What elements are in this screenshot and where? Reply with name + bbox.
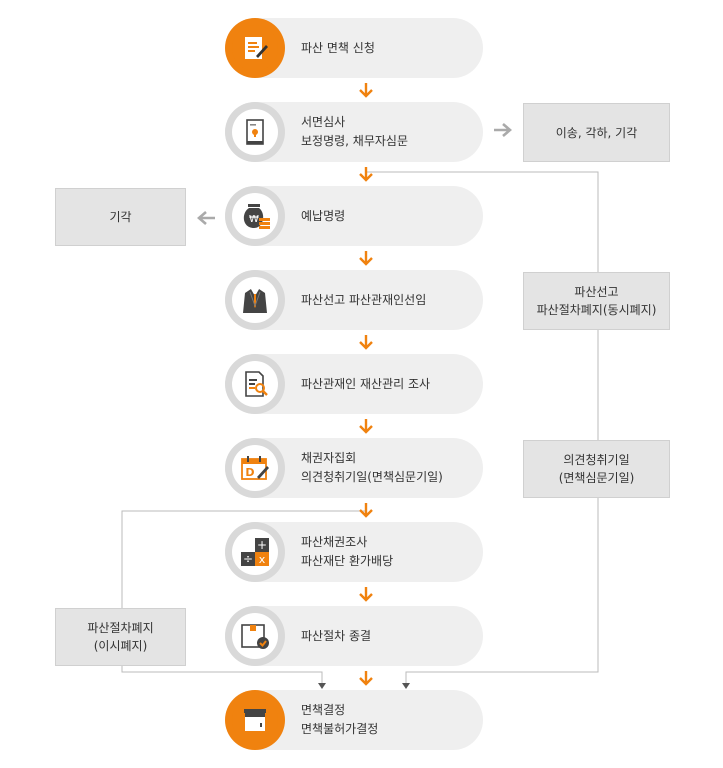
step-claims-investigation: + ÷ x 파산채권조사 파산재단 환가배당 bbox=[225, 522, 483, 582]
right-bypass-arrowhead bbox=[402, 683, 410, 689]
left-arrow-icon bbox=[197, 211, 215, 225]
svg-text:÷: ÷ bbox=[243, 552, 253, 566]
outcome-label: 이송, 각하, 기각 bbox=[555, 125, 638, 140]
left-bypass-arrowhead bbox=[318, 683, 326, 689]
step-label: 파산 면책 신청 bbox=[301, 40, 375, 55]
step-declaration-trustee: 파산선고 파산관재인선임 bbox=[225, 270, 483, 330]
step-label-line2: 파산재단 환가배당 bbox=[301, 554, 394, 568]
step-label-line1: 서면심사 bbox=[301, 115, 346, 129]
step-label-line1: 파산채권조사 bbox=[301, 535, 368, 549]
step-document-review: 서면심사 보정명령, 채무자심문 bbox=[225, 102, 483, 162]
box-check-icon bbox=[232, 613, 278, 659]
down-arrow-icon bbox=[359, 503, 373, 518]
document-search-icon bbox=[232, 361, 278, 407]
svg-text:+: + bbox=[257, 538, 267, 552]
down-arrow-icon bbox=[359, 671, 373, 686]
document-edit-icon bbox=[232, 25, 278, 71]
down-arrow-icon bbox=[359, 251, 373, 266]
step-bankruptcy-application: 파산 면책 신청 bbox=[225, 18, 483, 78]
outcome-label-line2: (면책심문기일) bbox=[558, 471, 635, 485]
step-label: 파산선고 파산관재인선임 bbox=[301, 292, 427, 307]
down-arrow-icon bbox=[359, 83, 373, 98]
outcome-label-line2: (이시폐지) bbox=[93, 639, 148, 653]
step-bankruptcy-closure: 파산절차 종결 bbox=[225, 606, 483, 666]
outcome-box-rejection: 기각 bbox=[55, 188, 186, 246]
suit-icon bbox=[232, 277, 278, 323]
calendar-icon: D bbox=[232, 445, 278, 491]
svg-text:x: x bbox=[259, 553, 266, 566]
outcome-label: 기각 bbox=[109, 210, 132, 224]
down-arrow-icon bbox=[359, 167, 373, 182]
outcome-box-hearing-date: 의견청취기일 (면책심문기일) bbox=[523, 440, 670, 498]
outcome-label-line1: 의견청취기일 bbox=[563, 453, 630, 467]
step-label-line2: 의견청취기일(면책심문기일) bbox=[301, 470, 443, 484]
outcome-box-different-time-abolition: 파산절차폐지 (이시폐지) bbox=[55, 608, 186, 666]
calculator-icon: + ÷ x bbox=[232, 529, 278, 575]
down-arrow-icon bbox=[359, 587, 373, 602]
document-lock-icon bbox=[232, 109, 278, 155]
box-icon bbox=[232, 697, 278, 743]
outcome-box-simultaneous-abolition: 파산선고 파산절차폐지(동시폐지) bbox=[523, 272, 670, 330]
money-bag-icon: ₩ bbox=[232, 193, 278, 239]
outcome-label-line1: 파산절차폐지 bbox=[87, 621, 154, 635]
step-trustee-investigation: 파산관재인 재산관리 조사 bbox=[225, 354, 483, 414]
step-label: 파산관재인 재산관리 조사 bbox=[301, 376, 431, 391]
step-label: 파산절차 종결 bbox=[301, 628, 372, 643]
step-discharge-decision: 면책결정 면책불허가결정 bbox=[225, 690, 483, 750]
right-arrow-icon bbox=[494, 123, 512, 137]
outcome-label-line1: 파산선고 bbox=[574, 285, 619, 299]
outcome-box-transfer-dismiss: 이송, 각하, 기각 bbox=[523, 103, 670, 162]
step-deposit-order: ₩ 예납명령 bbox=[225, 186, 483, 246]
step-label-line2: 면책불허가결정 bbox=[301, 722, 379, 736]
down-arrow-icon bbox=[359, 419, 373, 434]
outcome-label-line2: 파산절차폐지(동시폐지) bbox=[536, 303, 657, 317]
right-bypass-line bbox=[366, 171, 599, 684]
step-creditors-meeting: D 채권자집회 의견청취기일(면책심문기일) bbox=[225, 438, 483, 498]
svg-text:₩: ₩ bbox=[249, 214, 259, 225]
step-label-line1: 채권자집회 bbox=[301, 451, 357, 465]
left-bypass-line bbox=[121, 510, 366, 684]
step-label: 예납명령 bbox=[301, 208, 346, 223]
svg-text:D: D bbox=[245, 466, 254, 479]
step-label-line1: 면책결정 bbox=[301, 703, 346, 717]
down-arrow-icon bbox=[359, 335, 373, 350]
step-label-line2: 보정명령, 채무자심문 bbox=[301, 134, 408, 148]
